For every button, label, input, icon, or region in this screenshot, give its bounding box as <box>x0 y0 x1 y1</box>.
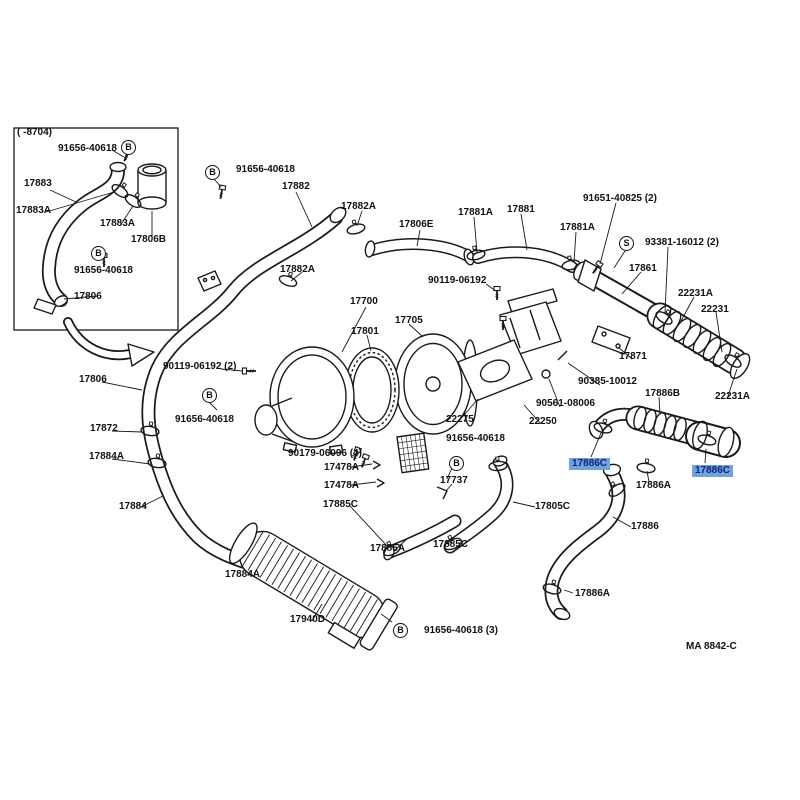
fastener-ref-bubble: B <box>202 388 217 403</box>
diagram-note: MA 8842-C <box>686 641 737 652</box>
inset-pointer-arrow <box>63 317 155 367</box>
intercooler-17940D <box>228 522 398 651</box>
part-label[interactable]: 17883A <box>16 205 52 216</box>
part-label[interactable]: 17806 <box>74 291 102 302</box>
part-label[interactable]: 17801 <box>351 326 379 337</box>
part-label[interactable]: 93381-16012 (2) <box>645 237 719 248</box>
part-label[interactable]: 91656-40618 <box>446 433 505 444</box>
part-label[interactable]: 17806B <box>131 234 167 245</box>
part-label[interactable]: 17883A <box>100 218 136 229</box>
part-label[interactable]: 17478A <box>324 462 360 473</box>
part-label[interactable]: 17882 <box>282 181 310 192</box>
part-label[interactable]: 90119-06192 <box>428 275 487 286</box>
part-label[interactable]: 91656-40618 <box>74 265 133 276</box>
right-corrugated-hose <box>588 405 741 475</box>
part-label-highlighted[interactable]: 17886C <box>569 458 611 470</box>
upper-intake-pipes <box>364 238 751 380</box>
part-label[interactable]: 17884A <box>225 569 261 580</box>
part-label[interactable]: 91656-40618 <box>58 143 117 154</box>
part-label[interactable]: 17885C <box>433 539 469 550</box>
part-label[interactable]: 17737 <box>440 475 468 486</box>
fastener-ref-bubble: B <box>393 623 408 638</box>
part-label[interactable]: 17881A <box>560 222 596 233</box>
fastener-ref-bubble: B <box>91 246 106 261</box>
lower-right-hose <box>541 463 628 621</box>
main-hose-run <box>139 206 367 575</box>
fastener-ref-bubble: B <box>205 165 220 180</box>
fastener-ref-bubble: S <box>619 236 634 251</box>
fastener-ref-bubble: B <box>449 456 464 471</box>
part-label[interactable]: 17885A <box>370 543 406 554</box>
part-label[interactable]: 17861 <box>629 263 657 274</box>
part-label[interactable]: 17881A <box>458 207 494 218</box>
part-label[interactable]: 22231A <box>715 391 751 402</box>
part-label[interactable]: 22231 <box>701 304 729 315</box>
part-label[interactable]: 17806 <box>79 374 107 385</box>
diagram-note: ( -8704) <box>17 127 53 138</box>
part-label[interactable]: 17881 <box>507 204 535 215</box>
part-label[interactable]: 17882A <box>341 201 377 212</box>
part-label[interactable]: 17885C <box>323 499 359 510</box>
part-label[interactable]: 17886 <box>631 521 659 532</box>
part-label[interactable]: 17478A <box>324 480 360 491</box>
part-label[interactable]: 17886B <box>645 388 681 399</box>
part-label[interactable]: 90561-08006 <box>536 398 595 409</box>
part-label[interactable]: 17871 <box>619 351 647 362</box>
part-label[interactable]: 17884 <box>119 501 147 512</box>
part-label[interactable]: 90119-06192 (2) <box>163 361 237 372</box>
part-label[interactable]: 22231A <box>678 288 714 299</box>
part-label[interactable]: 17940D <box>290 614 326 625</box>
part-label[interactable]: 22275 <box>446 414 474 425</box>
part-label[interactable]: 17882A <box>280 264 316 275</box>
part-label[interactable]: 17886A <box>575 588 611 599</box>
part-label[interactable]: 90179-06096 (4) <box>288 448 362 459</box>
leader-lines <box>45 149 738 623</box>
part-label[interactable]: 17886A <box>636 480 672 491</box>
part-label[interactable]: 17883 <box>24 178 52 189</box>
part-label[interactable]: 90385-10012 <box>578 376 637 387</box>
part-label[interactable]: 17700 <box>350 296 378 307</box>
fastener-ref-bubble: B <box>121 140 136 155</box>
part-label[interactable]: 91656-40618 <box>236 164 295 175</box>
part-label-highlighted[interactable]: 17886C <box>692 465 734 477</box>
part-label[interactable]: 17872 <box>90 423 118 434</box>
small-parts <box>120 146 448 500</box>
air-flow-meter-assembly <box>457 285 568 402</box>
inset-early-model-assembly <box>13 127 179 331</box>
part-label[interactable]: 17705 <box>395 315 423 326</box>
part-label[interactable]: 22250 <box>529 416 557 427</box>
part-label[interactable]: 91656-40618 <box>175 414 234 425</box>
part-label[interactable]: 17806E <box>399 219 434 230</box>
part-label[interactable]: 17805C <box>535 501 571 512</box>
part-label[interactable]: 91656-40618 (3) <box>424 625 498 636</box>
part-label[interactable]: 91651-40825 (2) <box>583 193 657 204</box>
part-label[interactable]: 17884A <box>89 451 125 462</box>
